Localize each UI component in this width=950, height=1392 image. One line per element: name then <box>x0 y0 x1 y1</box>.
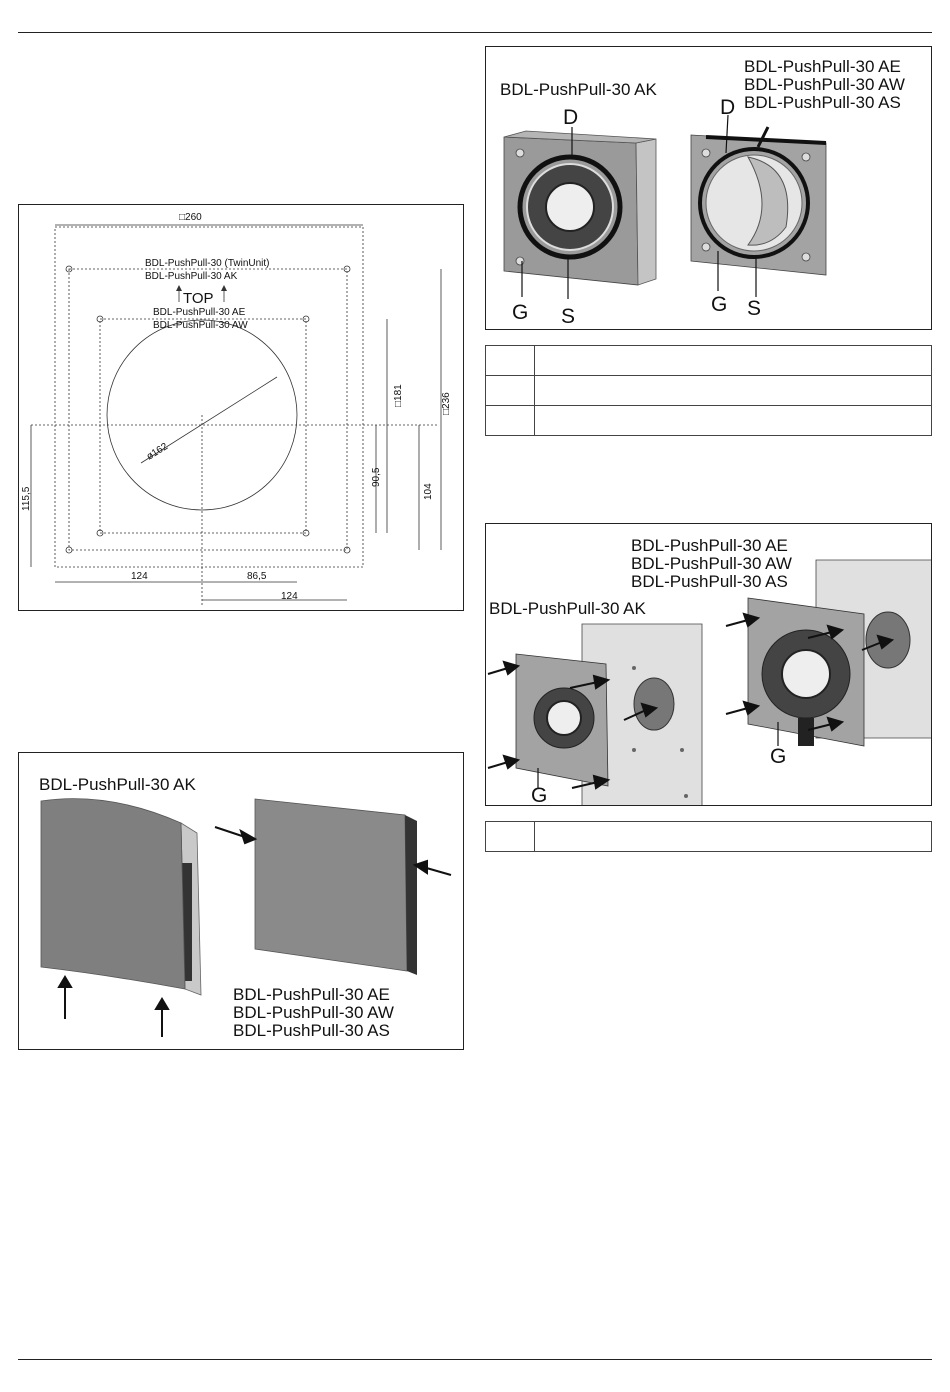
outline-181 <box>99 318 307 534</box>
dim-outer-square: □260 <box>179 212 202 223</box>
label-ak: BDL-PushPull-30 AK <box>145 271 238 282</box>
screw-hole <box>343 265 351 273</box>
mount-letter-g-left: G <box>531 784 548 806</box>
seal-label-aw: BDL-PushPull-30 AW <box>744 75 905 94</box>
label-twinunit: BDL-PushPull-30 (TwinUnit) <box>145 258 270 269</box>
diameter-line <box>140 376 278 464</box>
label-ae: BDL-PushPull-30 AE <box>153 307 246 318</box>
arrow-icon <box>826 716 845 732</box>
screw-hole <box>96 315 104 323</box>
table-row <box>485 375 932 406</box>
outline-260 <box>54 226 364 568</box>
mount-letter-g-right: G <box>770 745 787 768</box>
arrow-icon <box>57 975 73 988</box>
arrow-icon <box>502 660 521 676</box>
seal-letter-d-right: D <box>720 96 736 119</box>
mount-legend-table <box>485 821 932 852</box>
top-marker: TOP <box>183 290 214 307</box>
cover-label-as: BDL-PushPull-30 AS <box>233 1021 390 1040</box>
seal-figure: BDL-PushPull-30 AK BDL-PushPull-30 AE BD… <box>485 46 932 330</box>
seal-letter-s-right: S <box>747 297 762 320</box>
arrow-icon <box>412 859 428 875</box>
label-aw: BDL-PushPull-30 AW <box>153 320 248 331</box>
arrow-icon <box>876 634 895 650</box>
outline-236 <box>68 268 348 551</box>
arrow-icon <box>826 624 845 640</box>
table-row <box>485 821 932 852</box>
dim-236: □236 <box>441 392 452 415</box>
duct-circle <box>106 319 298 511</box>
top-rule <box>18 32 932 33</box>
dimension-drawing: □260 BDL-PushPull-30 (TwinUnit) BDL-Push… <box>21 212 452 605</box>
arrow-icon <box>502 754 521 770</box>
dim-104: 104 <box>423 483 434 500</box>
seal-letter-g-left: G <box>512 301 529 324</box>
screw-hole <box>302 315 310 323</box>
mount-label-ae: BDL-PushPull-30 AE <box>631 536 788 555</box>
cover-label-aw: BDL-PushPull-30 AW <box>233 1003 394 1022</box>
bottom-rule <box>18 1359 932 1360</box>
screw-hole <box>96 529 104 537</box>
ak-seal-ring <box>517 154 623 260</box>
seal-label-as: BDL-PushPull-30 AS <box>744 93 901 112</box>
dim-181: □181 <box>393 384 404 407</box>
seal-legend-table <box>485 345 932 436</box>
seal-label-ak: BDL-PushPull-30 AK <box>500 80 657 99</box>
mount-label-as: BDL-PushPull-30 AS <box>631 572 788 591</box>
screw-hole <box>302 529 310 537</box>
seal-illustration <box>503 114 827 299</box>
ae-cover-panel <box>254 798 408 972</box>
arrow-icon <box>239 828 258 845</box>
dim-86-5: 86,5 <box>247 571 267 582</box>
screw-hole <box>65 265 73 273</box>
cover-label-ae: BDL-PushPull-30 AE <box>233 985 390 1004</box>
ak-cover-panel <box>40 798 186 990</box>
arrow-icon <box>742 612 761 628</box>
arrow-icon <box>640 702 659 718</box>
mount-label-aw: BDL-PushPull-30 AW <box>631 554 792 573</box>
seal-label-ae: BDL-PushPull-30 AE <box>744 57 901 76</box>
mount-figure: BDL-PushPull-30 AE BDL-PushPull-30 AW BD… <box>485 523 932 806</box>
cover-illustration <box>40 798 452 1037</box>
seal-letter-d-left: D <box>563 106 579 129</box>
mount-illustration <box>487 559 931 805</box>
dim-diameter: ø162 <box>145 441 171 463</box>
mount-label-ak: BDL-PushPull-30 AK <box>489 599 646 618</box>
dim-115-5: 115,5 <box>21 486 32 511</box>
dim-124-left: 124 <box>131 571 148 582</box>
ae-seal-ring <box>698 147 810 259</box>
arrow-icon <box>592 774 611 790</box>
dimension-drawing-figure: □260 BDL-PushPull-30 (TwinUnit) BDL-Push… <box>18 204 464 611</box>
seal-letter-s-left: S <box>561 305 576 328</box>
screw-hole <box>343 546 351 554</box>
cover-label-ak: BDL-PushPull-30 AK <box>39 775 196 794</box>
screw-hole <box>65 546 73 554</box>
table-row <box>485 345 932 376</box>
arrow-icon <box>742 700 761 716</box>
dim-90-5: 90,5 <box>371 467 382 487</box>
arrow-icon <box>154 997 170 1010</box>
table-row <box>485 405 932 436</box>
dim-124-bottom: 124 <box>281 591 298 602</box>
cover-figure: BDL-PushPull-30 AK BDL-PushPull-30 AE BD… <box>18 752 464 1050</box>
seal-letter-g-right: G <box>711 293 728 316</box>
arrow-icon <box>592 674 611 690</box>
